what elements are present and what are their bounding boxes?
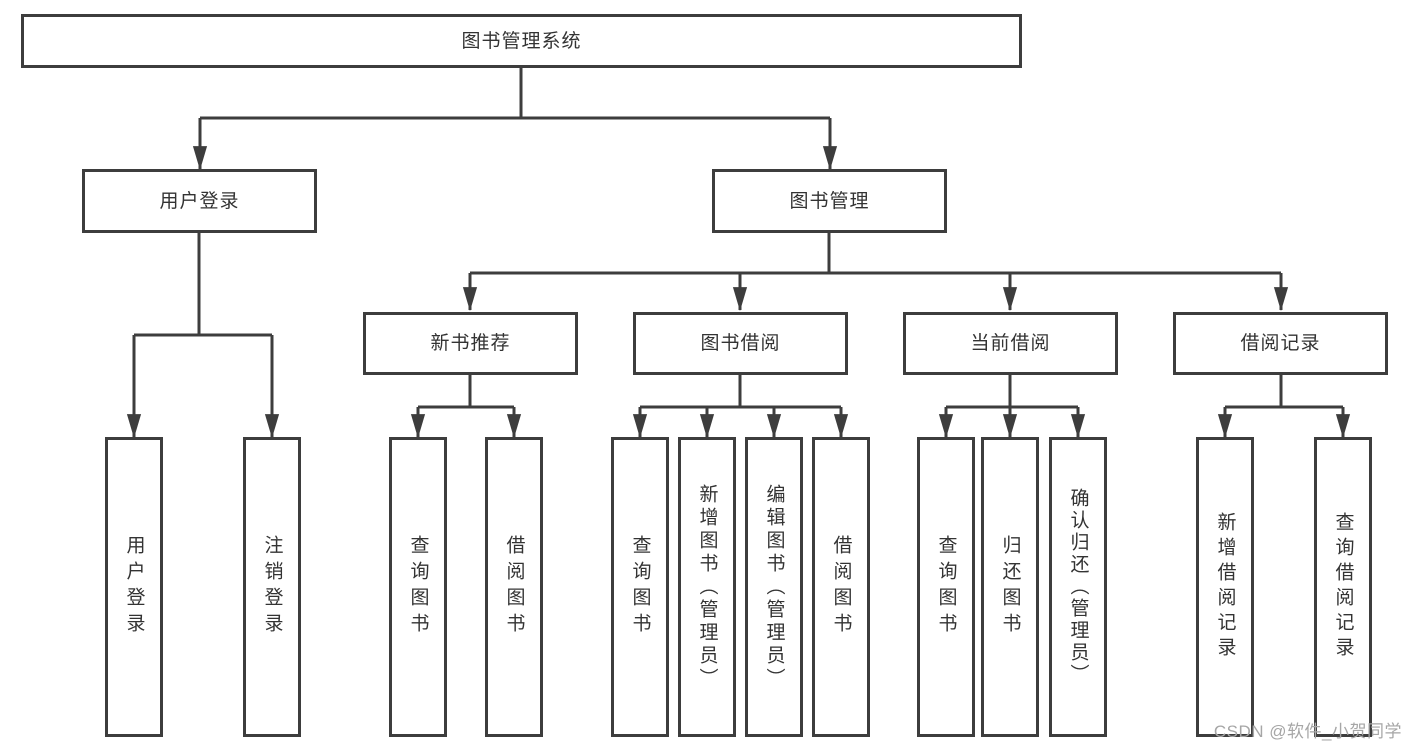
node-book-borrow-label: 图书借阅 bbox=[700, 333, 781, 354]
leaf-user-login: 用户登录 bbox=[105, 437, 163, 737]
node-library-system: 图书管理系统 bbox=[21, 14, 1022, 68]
node-user-login-label: 用户登录 bbox=[159, 190, 240, 212]
leaf-current-query-books-label: 查询图书 bbox=[935, 535, 957, 639]
leaf-records-query-record: 查询借阅记录 bbox=[1314, 437, 1372, 737]
node-current-borrow-label: 当前借阅 bbox=[970, 333, 1051, 354]
connector-borrow-records-children bbox=[1217, 375, 1351, 439]
node-borrow-records: 借阅记录 bbox=[1173, 312, 1388, 375]
leaf-newbook-borrow-books: 借阅图书 bbox=[485, 437, 543, 737]
leaf-user-login-label: 用户登录 bbox=[123, 535, 145, 639]
leaf-borrow-borrow-books-label: 借阅图书 bbox=[830, 535, 852, 639]
node-book-management-label: 图书管理 bbox=[789, 190, 870, 212]
node-book-management: 图书管理 bbox=[712, 169, 947, 233]
leaf-newbook-query-books: 查询图书 bbox=[389, 437, 447, 737]
leaf-newbook-query-books-label: 查询图书 bbox=[407, 535, 429, 639]
leaf-records-add-record-label: 新增借阅记录 bbox=[1214, 512, 1236, 662]
connector-root-to-level2 bbox=[192, 68, 838, 171]
leaf-current-return-books: 归还图书 bbox=[981, 437, 1039, 737]
leaf-current-query-books: 查询图书 bbox=[917, 437, 975, 737]
node-current-borrow: 当前借阅 bbox=[903, 312, 1118, 375]
connector-user-login-children bbox=[126, 233, 280, 439]
node-library-system-label: 图书管理系统 bbox=[461, 30, 582, 52]
leaf-logout-login: 注销登录 bbox=[243, 437, 301, 737]
node-user-login: 用户登录 bbox=[82, 169, 317, 233]
leaf-borrow-add-books-admin: 新增图书（管理员） bbox=[678, 437, 736, 737]
node-book-borrow: 图书借阅 bbox=[633, 312, 848, 375]
leaf-logout-login-label: 注销登录 bbox=[261, 535, 283, 639]
connector-book-mgmt-children bbox=[462, 233, 1289, 312]
leaf-borrow-query-books-label: 查询图书 bbox=[629, 535, 651, 639]
leaf-current-confirm-return-admin: 确认归还（管理员） bbox=[1049, 437, 1107, 737]
leaf-current-return-books-label: 归还图书 bbox=[999, 535, 1021, 639]
leaf-borrow-query-books: 查询图书 bbox=[611, 437, 669, 737]
leaf-records-query-record-label: 查询借阅记录 bbox=[1332, 512, 1354, 662]
connector-new-book-children bbox=[410, 375, 522, 439]
connector-book-borrow-children bbox=[632, 375, 849, 439]
node-borrow-records-label: 借阅记录 bbox=[1240, 333, 1321, 354]
node-new-book-recommend-label: 新书推荐 bbox=[430, 333, 511, 354]
leaf-newbook-borrow-books-label: 借阅图书 bbox=[503, 535, 525, 639]
node-new-book-recommend: 新书推荐 bbox=[363, 312, 578, 375]
leaf-current-confirm-return-admin-label: 确认归还（管理员） bbox=[1067, 488, 1089, 686]
leaf-borrow-edit-books-admin: 编辑图书（管理员） bbox=[745, 437, 803, 737]
leaf-borrow-edit-books-admin-label: 编辑图书（管理员） bbox=[763, 483, 785, 691]
watermark: CSDN @软件_小贺同学 bbox=[1213, 722, 1402, 741]
leaf-records-add-record: 新增借阅记录 bbox=[1196, 437, 1254, 737]
connector-current-borrow-children bbox=[938, 375, 1086, 439]
leaf-borrow-borrow-books: 借阅图书 bbox=[812, 437, 870, 737]
leaf-borrow-add-books-admin-label: 新增图书（管理员） bbox=[696, 483, 718, 691]
